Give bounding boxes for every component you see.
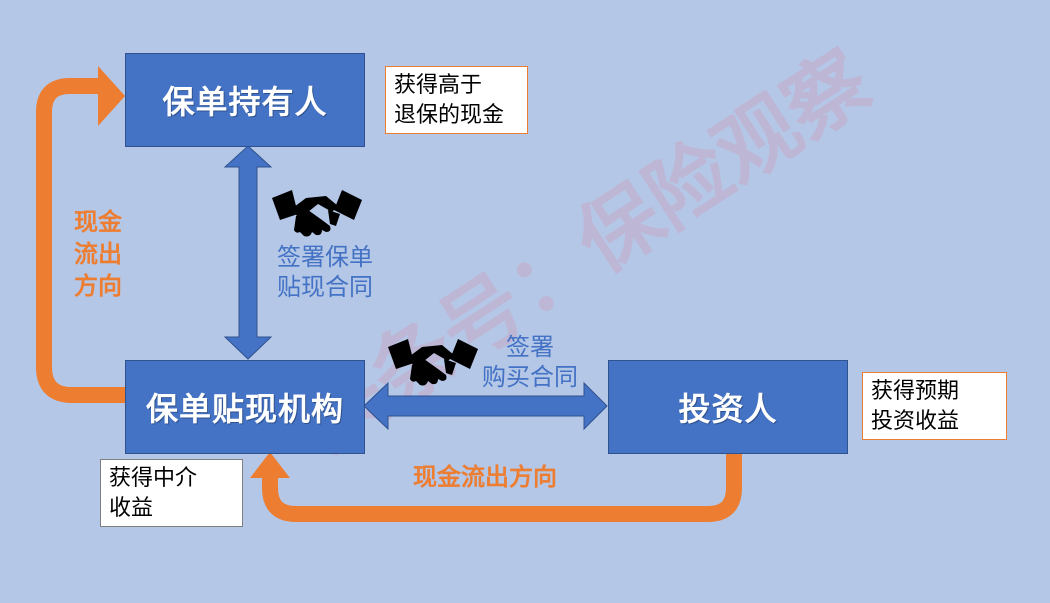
investor-node: 投资人 [608,360,848,454]
handshake-icon [388,339,478,386]
handshake-icon [272,190,362,237]
discount-institution-node: 保单贴现机构 [125,360,365,454]
contract-arrow-horizontal [363,381,608,431]
holder-benefit-note: 获得高于 退保的现金 [385,66,528,134]
cash-flow-arrowhead-bottom [250,452,290,478]
cash-flow-label-bottom: 现金流出方向 [413,463,557,491]
cash-flow-arrow-left [36,78,125,403]
cash-flow-arrow-bottom [262,452,742,522]
cash-flow-arrowhead-left [98,66,125,126]
contract-arrow-vertical [223,145,273,360]
investor-benefit-note: 获得预期 投资收益 [862,372,1007,440]
purchase-contract-label: 签署 购买合同 [482,333,578,391]
discount-contract-label: 签署保单 贴现合同 [277,243,373,301]
policy-holder-node: 保单持有人 [125,53,365,147]
discount-institution-benefit-note: 获得中介 收益 [100,459,243,527]
cash-flow-label-left: 现金 流出 方向 [74,208,122,300]
